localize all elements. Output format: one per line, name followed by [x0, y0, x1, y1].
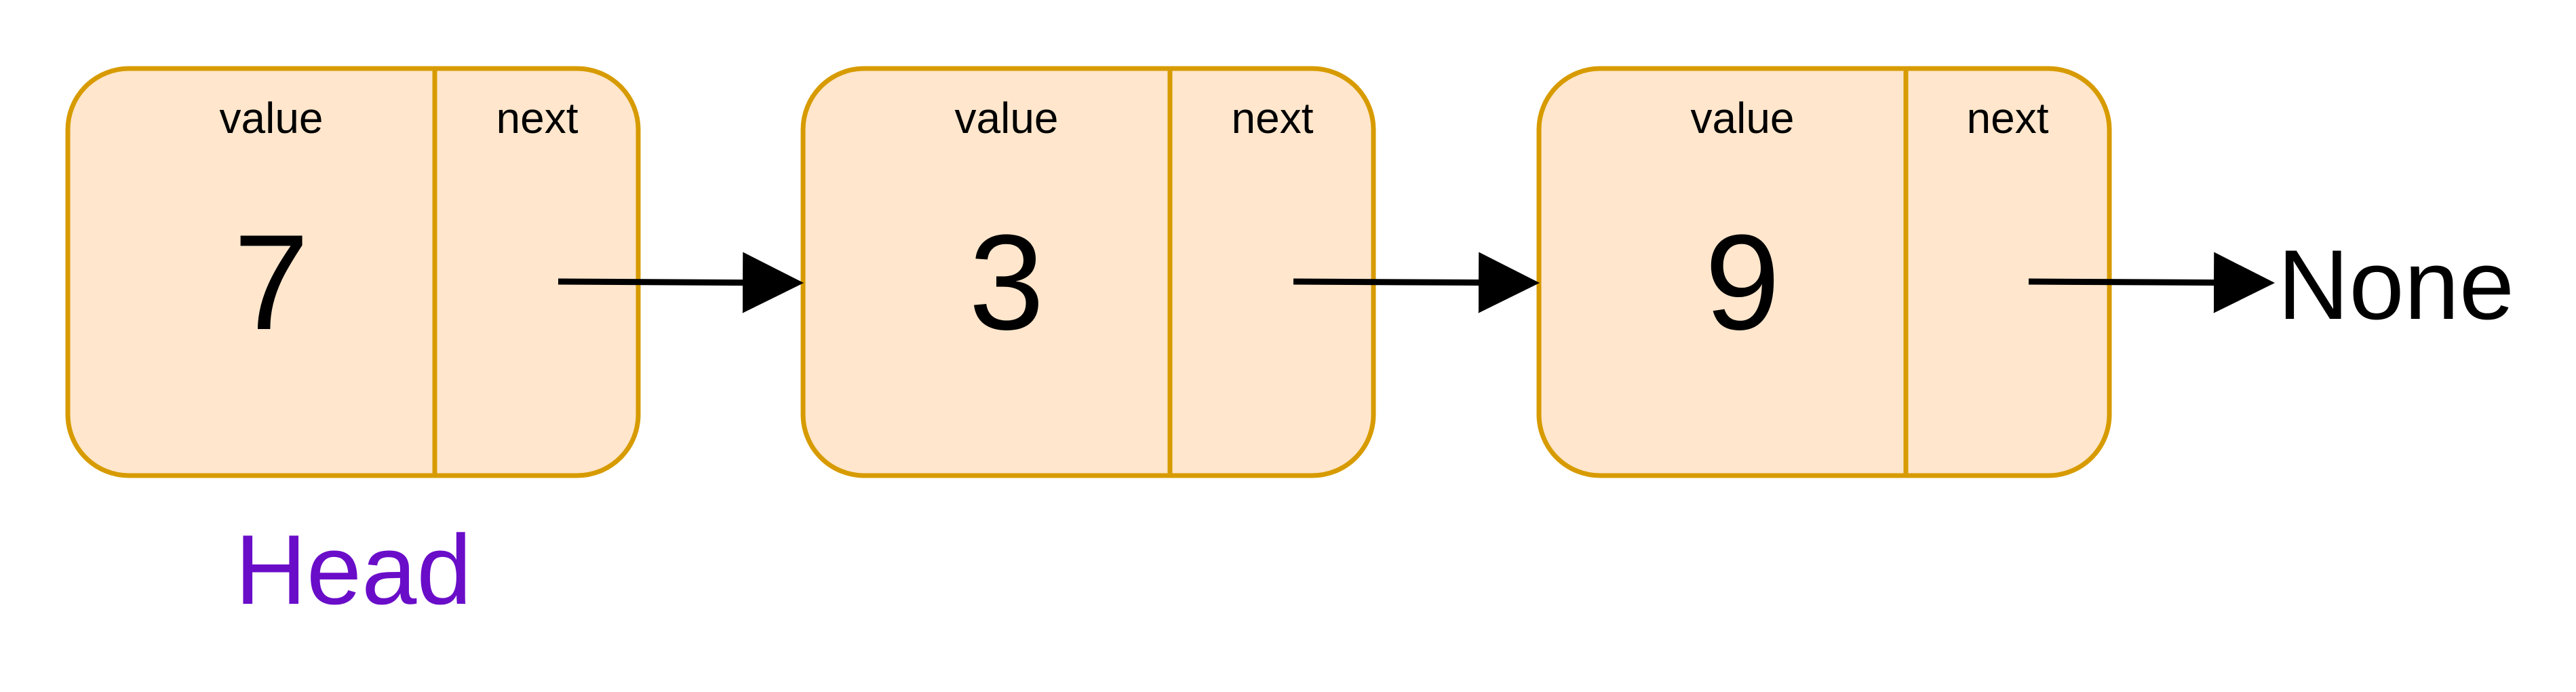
node-3: value next 9	[1536, 66, 2112, 478]
node-1-next-label: next	[496, 94, 579, 142]
head-label: Head	[235, 514, 471, 625]
node-3-value-label: value	[1691, 94, 1795, 142]
node-1-box	[65, 66, 641, 478]
node-2-value-label: value	[955, 94, 1059, 142]
node-2-next-label: next	[1232, 94, 1314, 142]
node-2: value next 3	[800, 66, 1376, 478]
node-3-next-label: next	[1967, 94, 2049, 142]
arrow-node-2-to-node-3	[1293, 252, 1540, 313]
node-1: value next 7	[65, 66, 641, 478]
node-2-value: 3	[969, 207, 1044, 358]
node-1-value: 7	[233, 207, 309, 358]
node-3-value: 9	[1704, 207, 1780, 358]
none-label: None	[2278, 229, 2514, 340]
arrow-node-3-to-none	[2028, 252, 2275, 313]
node-1-value-label: value	[220, 94, 324, 142]
arrow-node-1-to-node-2	[558, 252, 804, 313]
